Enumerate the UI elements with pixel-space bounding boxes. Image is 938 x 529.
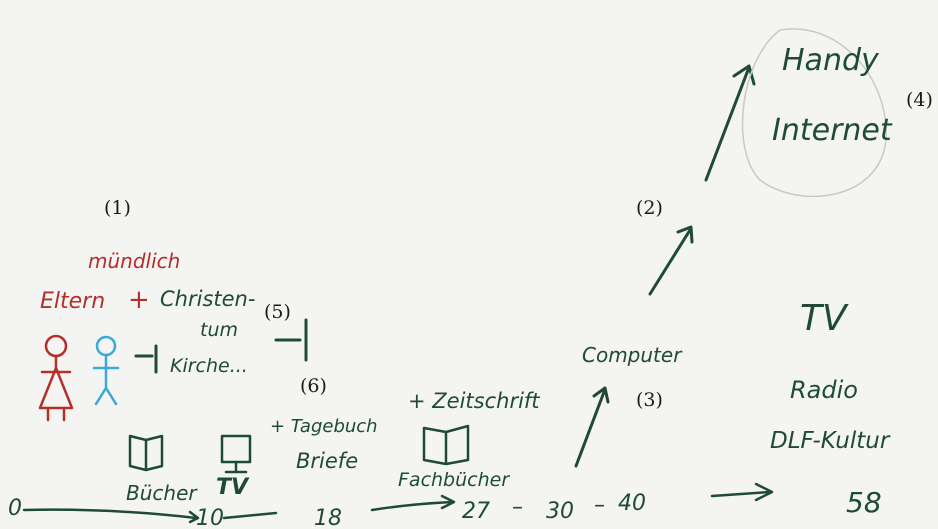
marker-6: (6) [300,375,327,397]
label-fachbuecher: Fachbücher [398,469,510,491]
label-tv-small: TV [216,475,250,500]
timeline-age-27: 27 [462,499,490,524]
timeline-age-58: 58 [846,486,882,519]
marker-3: (3) [636,389,663,411]
marker-4: (4) [906,89,933,111]
label-handy: Handy [782,43,880,78]
label-radio: Radio [790,376,858,404]
timeline-age-40: 40 [618,491,646,516]
note-eltern: Eltern [40,289,105,314]
timeline-age-10: 10 [196,506,224,529]
timeline-dash-1: – [512,495,523,520]
tick-marker-5 [274,318,308,362]
label-zeitschrift: + Zeitschrift [408,389,540,413]
magazine-icon [422,424,470,466]
handy-internet-circle [741,28,887,198]
arrow-to-2 [648,228,692,296]
timeline-arrowhead-10 [188,510,200,524]
timeline-age-30: 30 [546,499,574,524]
marker-5: (5) [264,301,291,323]
label-tv-large: TV [800,298,849,339]
mother-figure [38,334,74,422]
timeline-line-10-18 [222,511,278,520]
label-buecher: Bücher [126,481,198,505]
tv-icon-small [220,434,252,474]
label-internet: Internet [772,113,893,148]
note-muendlich: mündlich [88,249,180,273]
arrow-to-computer [574,390,606,468]
label-tagebuch: + Tagebuch [270,416,378,437]
note-plus: + [128,285,150,315]
arrow-to-handy [704,68,750,182]
timeline-line-0-10 [22,508,198,520]
tick-after-figures [134,344,158,374]
label-dlf-kultur: DLF-Kultur [770,428,891,454]
timeline-arrowhead-27 [440,494,456,510]
arrow-to-handy-head [732,64,756,86]
arrow-to-computer-head [592,386,610,404]
timeline-start: 0 [8,496,22,521]
timeline-line-18-27 [370,500,454,512]
timeline-arrowhead-58 [754,482,774,502]
timeline-age-18: 18 [314,506,342,529]
marker-2: (2) [636,197,663,219]
timeline-line-40-58 [710,490,772,498]
note-kirche: Kirche... [170,355,248,377]
note-christentum-2: tum [200,319,238,341]
marker-1: (1) [104,197,131,219]
timeline-dash-2: – [594,493,605,518]
book-icon [128,434,164,472]
child-figure [92,335,120,406]
label-computer: Computer [582,343,683,367]
note-christentum-1: Christen- [160,287,255,311]
label-briefe: Briefe [296,449,358,473]
arrow-to-2-head [676,225,694,244]
